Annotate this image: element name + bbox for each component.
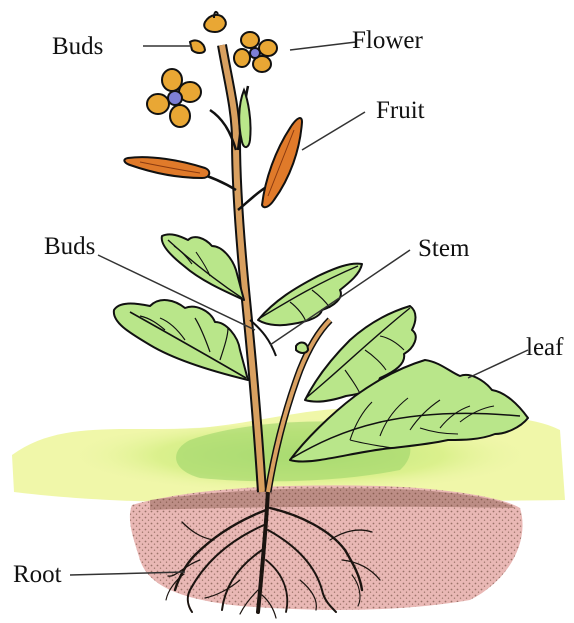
- label-buds-top: Buds: [52, 34, 103, 59]
- bud-mid: [296, 343, 308, 353]
- label-fruit: Fruit: [376, 98, 425, 123]
- flower-right: [234, 32, 277, 72]
- bud-top: [204, 12, 226, 32]
- label-stem: Stem: [418, 236, 469, 261]
- label-flower: Flower: [352, 28, 423, 53]
- bud-side: [190, 40, 205, 53]
- flower-left: [147, 69, 201, 127]
- label-buds-mid: Buds: [44, 234, 95, 259]
- leaves: [114, 234, 528, 461]
- pointer-flower: [290, 42, 356, 50]
- pointer-fruit: [302, 112, 365, 150]
- fruit-pod-right: [262, 118, 302, 207]
- leaf-right-upper: [258, 264, 362, 326]
- fruit-pod-small: [239, 90, 250, 147]
- label-leaf: leaf: [526, 335, 563, 360]
- pointer-leaf: [468, 350, 528, 378]
- label-root: Root: [13, 562, 62, 587]
